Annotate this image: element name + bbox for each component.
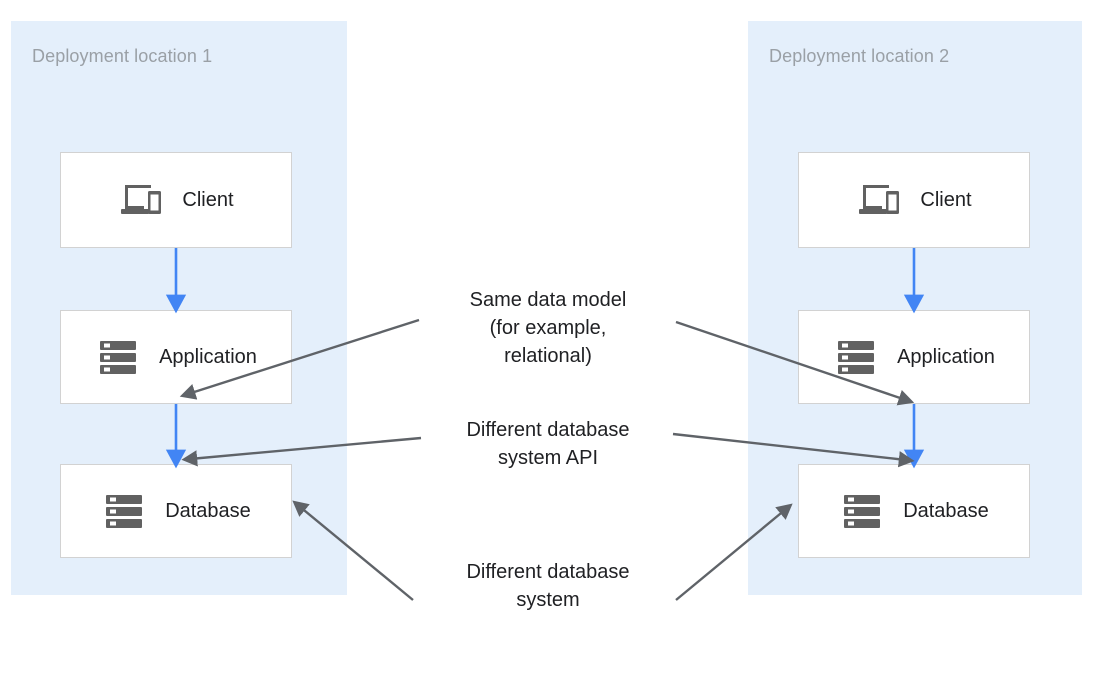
annotation-same-data-model: Same data model (for example, relational… bbox=[469, 289, 627, 367]
server-stack-icon bbox=[833, 337, 879, 377]
node-application-2-label: Application bbox=[897, 345, 995, 368]
annotation-different-database-system: Different database system bbox=[466, 561, 630, 611]
node-client-1[interactable]: Client bbox=[60, 152, 292, 248]
node-database-1-label: Database bbox=[165, 499, 251, 522]
devices-icon bbox=[118, 180, 164, 220]
devices-icon bbox=[856, 180, 902, 220]
node-database-2[interactable]: Database bbox=[798, 464, 1030, 558]
node-application-1-label: Application bbox=[159, 345, 257, 368]
deployment-location-1-title: Deployment location 1 bbox=[32, 46, 213, 66]
node-client-2-label: Client bbox=[920, 188, 972, 211]
node-database-1[interactable]: Database bbox=[60, 464, 292, 558]
server-stack-icon bbox=[95, 337, 141, 377]
deployment-location-2-title: Deployment location 2 bbox=[769, 46, 950, 66]
annotation-different-database-system-api: Different database system API bbox=[466, 419, 630, 469]
node-client-2[interactable]: Client bbox=[798, 152, 1030, 248]
node-client-1-label: Client bbox=[182, 188, 234, 211]
server-stack-icon bbox=[839, 491, 885, 531]
node-database-2-label: Database bbox=[903, 499, 989, 522]
server-stack-icon bbox=[101, 491, 147, 531]
node-application-2[interactable]: Application bbox=[798, 310, 1030, 404]
node-application-1[interactable]: Application bbox=[60, 310, 292, 404]
